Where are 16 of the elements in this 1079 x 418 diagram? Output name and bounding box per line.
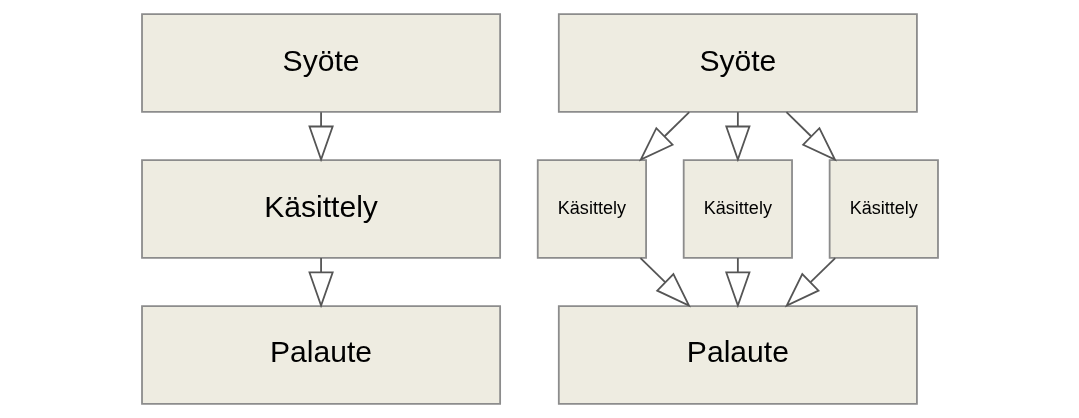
node-box: Käsittely <box>828 159 939 259</box>
node-box: Palaute <box>140 305 501 405</box>
node-box: Käsittely <box>682 159 793 259</box>
node-box: Palaute <box>557 305 918 405</box>
node-box: Syöte <box>557 13 918 113</box>
arrow <box>307 257 334 309</box>
arrow <box>784 257 836 308</box>
node-box: Syöte <box>140 13 501 113</box>
arrow <box>785 111 837 162</box>
node-box: Käsittely <box>536 159 647 259</box>
arrow <box>639 257 691 308</box>
arrow <box>638 111 690 162</box>
arrow <box>724 111 751 163</box>
arrow <box>724 257 751 309</box>
arrow <box>307 111 334 163</box>
node-box: Käsittely <box>140 159 501 259</box>
